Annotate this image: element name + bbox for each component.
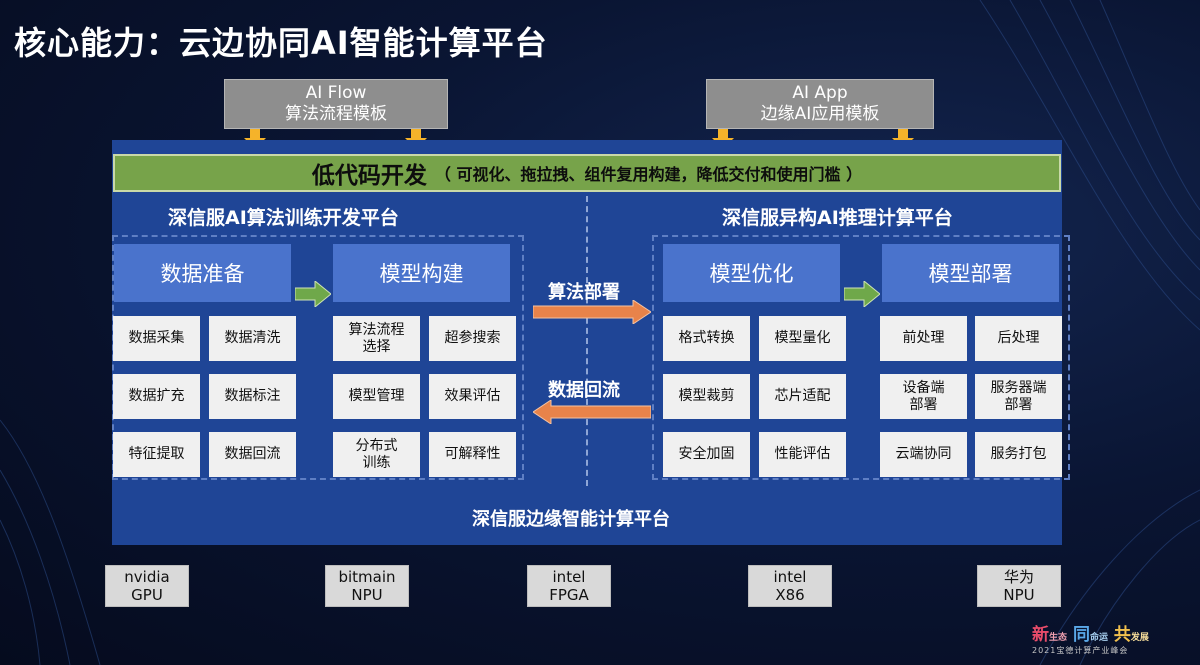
low-code-banner: 低代码开发 （ 可视化、拖拉拽、组件复用构建，降低交付和使用门槛 ） xyxy=(113,154,1061,192)
stage-model-deploy: 模型部署 xyxy=(882,244,1059,302)
down-arrow-icon xyxy=(712,129,734,149)
training-platform-title: 深信服AI算法训练开发平台 xyxy=(168,207,399,229)
deploy-label: 算法部署 xyxy=(548,282,620,303)
hw-vendor: nvidia xyxy=(124,568,170,586)
item-data-backflow: 数据回流 xyxy=(209,432,296,477)
down-arrow-icon xyxy=(244,129,266,149)
item-security-harden: 安全加固 xyxy=(663,432,750,477)
hw-type: X86 xyxy=(775,586,805,604)
hw-huawei-npu: 华为 NPU xyxy=(977,565,1061,607)
item-data-collect: 数据采集 xyxy=(113,316,200,361)
left-arrow-icon xyxy=(533,400,651,424)
right-arrow-icon xyxy=(844,281,880,307)
item-explainability: 可解释性 xyxy=(429,432,516,477)
item-effect-eval: 效果评估 xyxy=(429,374,516,419)
hw-vendor: bitmain xyxy=(338,568,396,586)
item-preprocess: 前处理 xyxy=(880,316,967,361)
item-distributed-train: 分布式 训练 xyxy=(333,432,420,477)
hw-intel-x86: intel X86 xyxy=(748,565,832,607)
page-title: 核心能力：云边协同AI智能计算平台 xyxy=(14,24,548,62)
stage-data-prep: 数据准备 xyxy=(114,244,291,302)
item-perf-eval: 性能评估 xyxy=(759,432,846,477)
hw-type: GPU xyxy=(131,586,163,604)
hw-vendor: 华为 xyxy=(1003,568,1034,586)
ai-flow-title: AI Flow xyxy=(305,83,367,103)
event-logo-subtitle: 2021宝德计算产业峰会 xyxy=(1032,646,1129,655)
item-model-manage: 模型管理 xyxy=(333,374,420,419)
ai-flow-subtitle: 算法流程模板 xyxy=(285,104,387,124)
down-arrow-icon xyxy=(405,129,427,149)
item-format-convert: 格式转换 xyxy=(663,316,750,361)
backflow-label: 数据回流 xyxy=(548,380,620,401)
item-algo-flow-select: 算法流程 选择 xyxy=(333,316,420,361)
item-server-deploy: 服务器端 部署 xyxy=(975,374,1062,419)
stage-model-optimize: 模型优化 xyxy=(663,244,840,302)
stage-model-build: 模型构建 xyxy=(333,244,510,302)
hw-vendor: intel xyxy=(773,568,807,586)
event-logo-slogan: 新生态 同命运 共发展 xyxy=(1032,625,1149,645)
edge-platform-label: 深信服边缘智能计算平台 xyxy=(472,509,670,530)
item-chip-adapt: 芯片适配 xyxy=(759,374,846,419)
item-postprocess: 后处理 xyxy=(975,316,1062,361)
item-model-prune: 模型裁剪 xyxy=(663,374,750,419)
down-arrow-icon xyxy=(892,129,914,149)
hw-bitmain-npu: bitmain NPU xyxy=(325,565,409,607)
hw-nvidia-gpu: nvidia GPU xyxy=(105,565,189,607)
item-data-clean: 数据清洗 xyxy=(209,316,296,361)
ai-app-subtitle: 边缘AI应用模板 xyxy=(760,104,880,124)
hw-type: NPU xyxy=(1003,586,1035,604)
item-model-quantize: 模型量化 xyxy=(759,316,846,361)
inference-platform-title: 深信服异构AI推理计算平台 xyxy=(722,207,953,229)
right-arrow-icon xyxy=(295,281,331,307)
item-hyperparam-search: 超参搜索 xyxy=(429,316,516,361)
low-code-title: 低代码开发 xyxy=(311,163,427,189)
inference-group xyxy=(652,235,1070,480)
hw-intel-fpga: intel FPGA xyxy=(527,565,611,607)
item-service-package: 服务打包 xyxy=(975,432,1062,477)
event-logo: 新生态 同命运 共发展 2021宝德计算产业峰会 xyxy=(1032,620,1192,660)
item-feature-extract: 特征提取 xyxy=(113,432,200,477)
hw-vendor: intel xyxy=(552,568,586,586)
ai-app-title: AI App xyxy=(792,83,848,103)
item-data-augment: 数据扩充 xyxy=(113,374,200,419)
right-arrow-icon xyxy=(533,300,651,324)
ai-app-box: AI App 边缘AI应用模板 xyxy=(706,79,934,129)
item-cloud-collab: 云端协同 xyxy=(880,432,967,477)
hw-type: NPU xyxy=(351,586,383,604)
ai-flow-box: AI Flow 算法流程模板 xyxy=(224,79,448,129)
hw-type: FPGA xyxy=(549,586,589,604)
item-device-deploy: 设备端 部署 xyxy=(880,374,967,419)
item-data-label: 数据标注 xyxy=(209,374,296,419)
divider-line xyxy=(586,196,588,486)
low-code-subtitle: （ 可视化、拖拉拽、组件复用构建，降低交付和使用门槛 ） xyxy=(434,165,863,184)
